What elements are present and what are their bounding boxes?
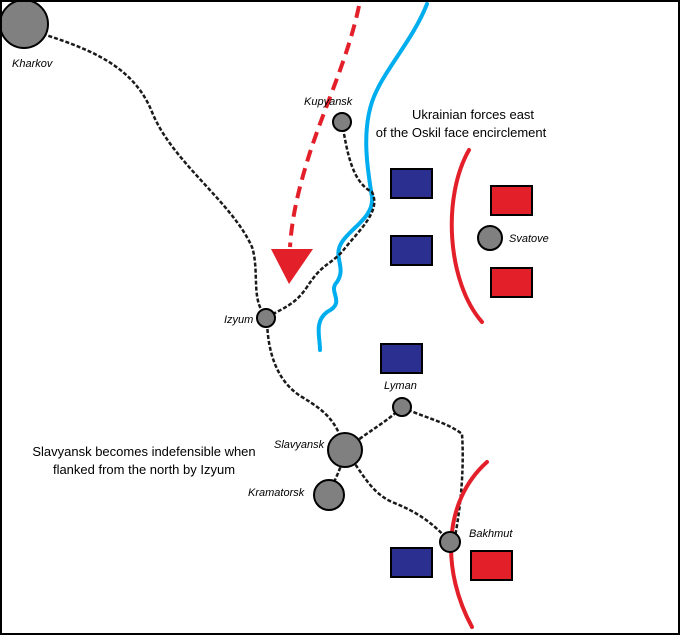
note-oskil-line1: Ukrainian forces east	[412, 107, 534, 122]
city-marker-kharkov	[2, 2, 49, 49]
railway-izyum-slavyansk	[265, 316, 347, 451]
ukrainian-unit	[380, 343, 423, 374]
city-label-kramatorsk: Kramatorsk	[248, 487, 305, 499]
city-label-kharkov: Kharkov	[12, 58, 54, 70]
railway-kupyansk-izyum	[266, 121, 376, 319]
russian-unit	[490, 267, 533, 298]
front-line-oskil	[449, 148, 484, 324]
note-slavyansk-line1: Slavyansk becomes indefensible when	[32, 444, 255, 459]
russian-unit	[470, 550, 513, 581]
note-oskil-line2: of the Oskil face encirclement	[376, 125, 547, 140]
city-marker-izyum	[256, 308, 276, 328]
oskil-river	[316, 2, 429, 352]
russian-unit	[490, 185, 533, 216]
railway-kharkov-izyum	[36, 30, 268, 318]
ukrainian-unit	[390, 168, 433, 199]
railway-slavyansk-lyman	[344, 405, 464, 543]
railway-network	[36, 30, 464, 543]
city-marker-bakhmut	[439, 531, 461, 553]
railway-slavyansk-bakhmut	[344, 449, 451, 543]
city-marker-slavyansk	[327, 432, 363, 468]
city-label-izyum: Izyum	[224, 314, 253, 326]
ukrainian-unit	[390, 547, 433, 578]
attack-arrow-icon	[271, 5, 361, 284]
city-marker-lyman	[392, 397, 412, 417]
city-label-slavyansk: Slavyansk	[274, 439, 325, 451]
city-label-svatove: Svatove	[509, 233, 549, 245]
city-marker-kramatorsk	[313, 479, 345, 511]
note-slavyansk-line2: flanked from the north by Izyum	[53, 462, 235, 477]
ukrainian-unit	[390, 235, 433, 266]
city-marker-kupyansk	[332, 112, 352, 132]
city-label-bakhmut: Bakhmut	[469, 528, 513, 540]
city-marker-svatove	[477, 225, 503, 251]
city-label-lyman: Lyman	[384, 380, 417, 392]
city-label-kupyansk: Kupyansk	[304, 96, 353, 108]
